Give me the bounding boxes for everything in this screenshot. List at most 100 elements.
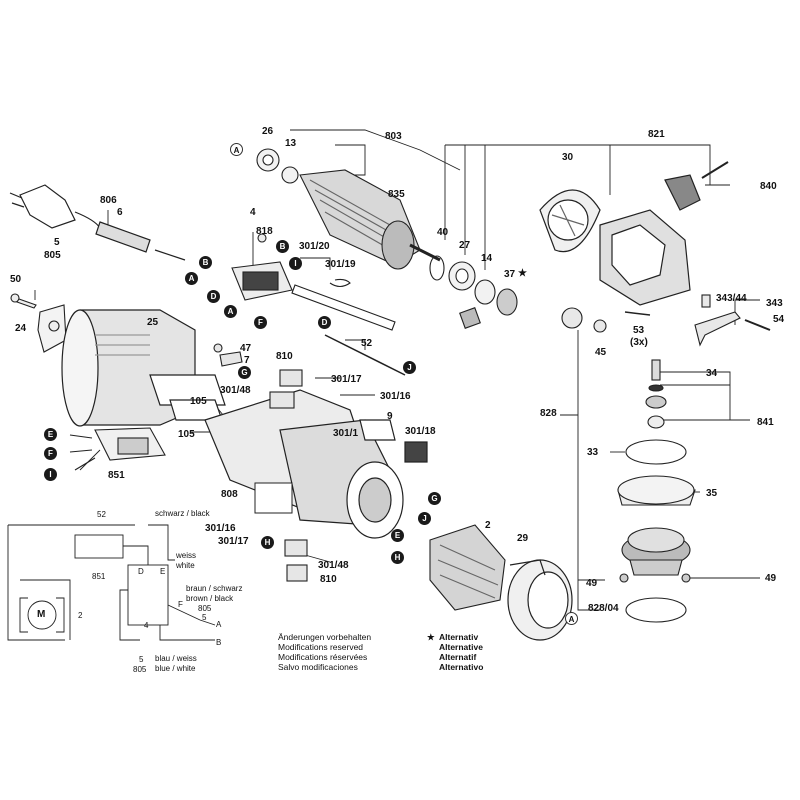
part-label-24: 24 bbox=[15, 323, 27, 334]
part-label-828-04: 828/04 bbox=[588, 603, 619, 614]
part-label-301-20: 301/20 bbox=[299, 241, 330, 252]
wiring-label-d: D bbox=[138, 567, 144, 576]
part-label-14: 14 bbox=[481, 253, 493, 264]
part-label-301-16: 301/16 bbox=[380, 391, 411, 402]
part-label-25: 25 bbox=[147, 317, 159, 328]
part-label-50: 50 bbox=[10, 274, 22, 285]
motor-symbol: M bbox=[37, 609, 46, 620]
callout-f: F bbox=[254, 316, 267, 329]
note-line: Modifications reserved bbox=[278, 642, 364, 652]
part-label-34: 34 bbox=[706, 368, 718, 379]
part-label-835: 835 bbox=[388, 189, 405, 200]
callout-j: J bbox=[403, 361, 416, 374]
note-line: Änderungen vorbehalten bbox=[278, 632, 372, 642]
part-label-37: 37 bbox=[504, 269, 516, 280]
callout-j: J bbox=[418, 512, 431, 525]
callout-d: D bbox=[207, 290, 220, 303]
part-label-343-44: 343/44 bbox=[716, 293, 747, 304]
modifications-note: Änderungen vorbehalten Modifications res… bbox=[278, 632, 371, 672]
alternative-star-legend: ★ bbox=[427, 632, 435, 642]
wiring-label-a: A bbox=[216, 620, 222, 629]
callout-i: I bbox=[44, 468, 57, 481]
callout-g: G bbox=[238, 366, 251, 379]
callout-b: B bbox=[199, 256, 212, 269]
wiring-label-4: 4 bbox=[144, 621, 149, 630]
callout-a: A bbox=[230, 143, 243, 156]
alternative-line: Alternativ bbox=[439, 632, 479, 642]
part-label-105-lower: 105 bbox=[178, 429, 195, 440]
wiring-label-e: E bbox=[160, 567, 166, 576]
alternative-line: Alternatif bbox=[439, 652, 477, 662]
part-label-841: 841 bbox=[757, 417, 774, 428]
alternative-line: Alternativo bbox=[439, 662, 484, 672]
part-label-810-lower: 810 bbox=[320, 574, 337, 585]
part-label-7: 7 bbox=[244, 355, 250, 366]
callout-b: B bbox=[276, 240, 289, 253]
part-label-53: 53 bbox=[633, 325, 645, 336]
wiring-label-weiss: weiss bbox=[176, 551, 197, 560]
part-label-301-1: 301/1 bbox=[333, 428, 359, 439]
part-label-301-18: 301/18 bbox=[405, 426, 436, 437]
part-label-26: 26 bbox=[262, 126, 274, 137]
part-label-301-17-lower: 301/17 bbox=[218, 536, 249, 547]
part-label-35: 35 bbox=[706, 488, 718, 499]
wiring-label-brown: brown / black bbox=[186, 594, 234, 603]
part-label-5: 5 bbox=[54, 237, 60, 248]
wiring-label-blue: blue / white bbox=[155, 664, 196, 673]
callout-d: D bbox=[318, 316, 331, 329]
part-label-343: 343 bbox=[766, 298, 783, 309]
note-line: Modifications réservées bbox=[278, 652, 368, 662]
wiring-label-white: white bbox=[176, 561, 195, 570]
wiring-label-f: F bbox=[178, 600, 183, 609]
part-label-803: 803 bbox=[385, 131, 402, 142]
part-label-52: 52 bbox=[361, 338, 373, 349]
callout-h: H bbox=[391, 551, 404, 564]
callout-a: A bbox=[185, 272, 198, 285]
part-label-30: 30 bbox=[562, 152, 574, 163]
part-label-6: 6 bbox=[117, 207, 123, 218]
part-label-808: 808 bbox=[221, 489, 238, 500]
wiring-label-805-bottom: 805 bbox=[133, 665, 147, 674]
part-label-54: 54 bbox=[773, 314, 785, 325]
part-label-301-19: 301/19 bbox=[325, 259, 356, 270]
wiring-label-52: 52 bbox=[97, 510, 106, 519]
part-label-851: 851 bbox=[108, 470, 125, 481]
wiring-label-5-bottom: 5 bbox=[139, 655, 144, 664]
part-label-29: 29 bbox=[517, 533, 529, 544]
part-label-828: 828 bbox=[540, 408, 557, 419]
part-label-840: 840 bbox=[760, 181, 777, 192]
callout-g: G bbox=[428, 492, 441, 505]
part-label-105-upper: 105 bbox=[190, 396, 207, 407]
part-label-301-17: 301/17 bbox=[331, 374, 362, 385]
part-label-2: 2 bbox=[485, 520, 491, 531]
callout-e: E bbox=[391, 529, 404, 542]
part-label-33: 33 bbox=[587, 447, 599, 458]
part-label-53-3x: (3x) bbox=[630, 337, 648, 348]
part-label-49-left: 49 bbox=[586, 578, 598, 589]
part-label-301-48: 301/48 bbox=[220, 385, 251, 396]
part-label-13: 13 bbox=[285, 138, 297, 149]
part-label-818: 818 bbox=[256, 226, 273, 237]
part-label-806: 806 bbox=[100, 195, 117, 206]
callout-f: F bbox=[44, 447, 57, 460]
part-label-49-right: 49 bbox=[765, 573, 777, 584]
part-label-47: 47 bbox=[240, 343, 252, 354]
wiring-label-851: 851 bbox=[92, 572, 106, 581]
part-label-301-48-lower: 301/48 bbox=[318, 560, 349, 571]
callout-a: A bbox=[224, 305, 237, 318]
part-label-27: 27 bbox=[459, 240, 471, 251]
part-label-821: 821 bbox=[648, 129, 665, 140]
alternative-line: Alternative bbox=[439, 642, 483, 652]
callout-a: A bbox=[565, 612, 578, 625]
callout-e: E bbox=[44, 428, 57, 441]
part-label-805: 805 bbox=[44, 250, 61, 261]
wiring-label-2: 2 bbox=[78, 611, 83, 620]
part-label-301-16-lower: 301/16 bbox=[205, 523, 236, 534]
note-line: Salvo modificaciones bbox=[278, 662, 358, 672]
part-label-810: 810 bbox=[276, 351, 293, 362]
callout-h: H bbox=[261, 536, 274, 549]
wiring-label-schwarz: schwarz / black bbox=[155, 509, 210, 518]
alternative-star: ★ bbox=[518, 268, 527, 279]
